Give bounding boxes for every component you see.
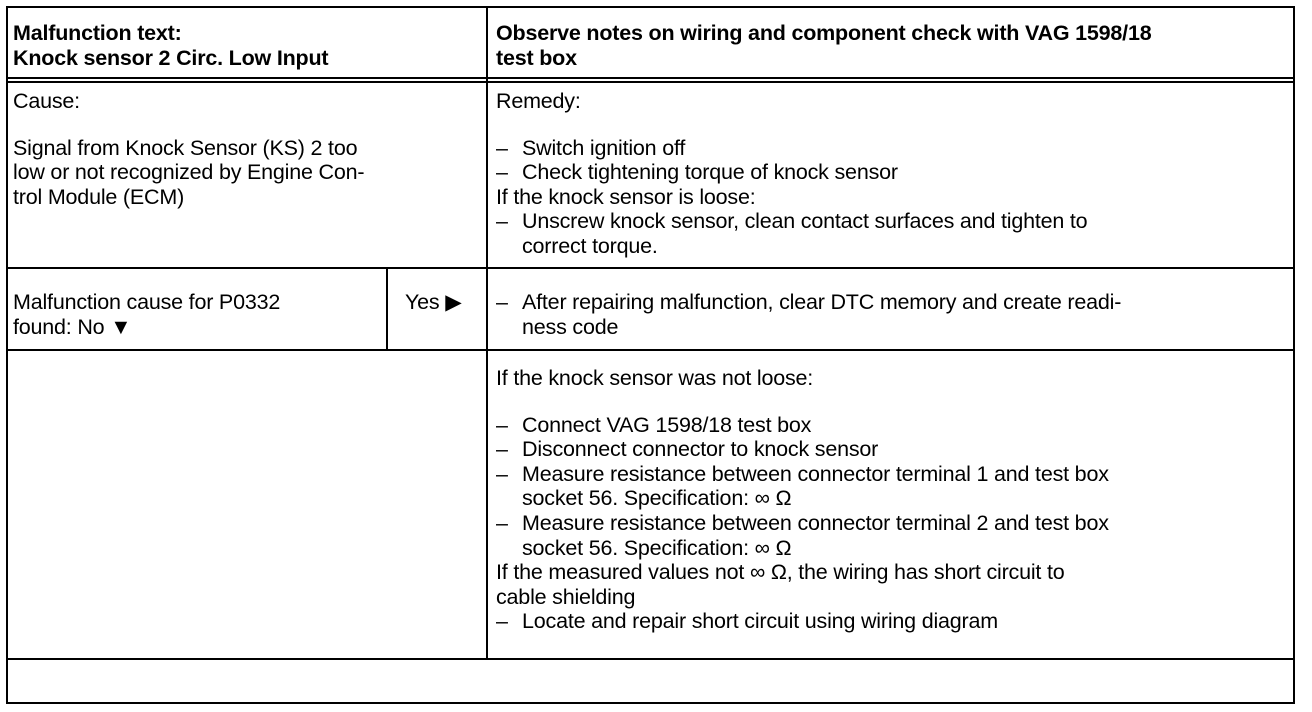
notes-line: test box xyxy=(496,45,577,70)
condition-text: If the knock sensor was not loose: xyxy=(496,366,814,390)
row-divider xyxy=(6,349,1295,351)
header-divider-2 xyxy=(6,81,1295,83)
step: –Disconnect connector to knock sensor xyxy=(496,437,879,462)
malfunction-title: Knock sensor 2 Circ. Low Input xyxy=(13,45,329,70)
row-divider xyxy=(6,267,1295,269)
yes-action: –After repairing malfunction, clear DTC … xyxy=(496,290,1121,339)
yes-cell: Yes ▶ xyxy=(405,290,462,315)
decision-question: Malfunction cause for P0332 found: No ▼ xyxy=(13,290,280,339)
cause-cell: Cause: Signal from Knock Sensor (KS) 2 t… xyxy=(13,89,365,209)
question-text: Malfunction cause for P0332 xyxy=(13,290,281,314)
notes-line: Observe notes on wiring and component ch… xyxy=(496,21,1152,45)
step: –Measure resistance between connector te… xyxy=(496,461,1109,486)
condition-text: cable shielding xyxy=(496,584,636,609)
remedy-label: Remedy: xyxy=(496,89,581,113)
right-arrow-icon: ▶ xyxy=(445,290,462,314)
cause-text: Signal from Knock Sensor (KS) 2 too xyxy=(13,135,358,160)
action-step: –After repairing malfunction, clear DTC … xyxy=(496,290,1122,314)
header-label: Malfunction text: xyxy=(13,21,182,45)
remedy-step-cont: correct torque. xyxy=(522,233,658,258)
column-divider xyxy=(486,6,488,660)
yes-label: Yes xyxy=(405,290,440,314)
step-cont: socket 56. Specification: ∞ Ω xyxy=(522,486,792,511)
remedy-cell: Remedy: –Switch ignition off –Check tigh… xyxy=(496,89,1088,259)
step: –Connect VAG 1598/18 test box xyxy=(496,412,812,437)
step: –Locate and repair short circuit using w… xyxy=(496,609,998,634)
remedy-step: –Switch ignition off xyxy=(496,135,686,160)
down-arrow-icon: ▼ xyxy=(110,314,132,339)
step-cont: socket 56. Specification: ∞ Ω xyxy=(522,535,792,560)
notes-header: Observe notes on wiring and component ch… xyxy=(496,21,1152,70)
footer-empty-row xyxy=(6,658,1295,704)
malfunction-text-header: Malfunction text: Knock sensor 2 Circ. L… xyxy=(13,21,329,70)
cause-text: low or not recognized by Engine Con- xyxy=(13,160,365,185)
condition-text: If the measured values not ∞ Ω, the wiri… xyxy=(496,560,1065,585)
cause-label: Cause: xyxy=(13,89,80,113)
action-step-cont: ness code xyxy=(522,314,619,339)
not-loose-cell: If the knock sensor was not loose: –Conn… xyxy=(496,366,1109,634)
remedy-condition: If the knock sensor is loose: xyxy=(496,184,756,209)
yes-cell-divider xyxy=(386,267,388,351)
remedy-step: –Unscrew knock sensor, clean contact sur… xyxy=(496,209,1088,234)
cause-text: trol Module (ECM) xyxy=(13,184,185,209)
remedy-step: –Check tightening torque of knock sensor xyxy=(496,160,898,185)
question-text: found: No xyxy=(13,314,105,339)
header-divider xyxy=(6,77,1295,79)
step: –Measure resistance between connector te… xyxy=(496,510,1109,535)
